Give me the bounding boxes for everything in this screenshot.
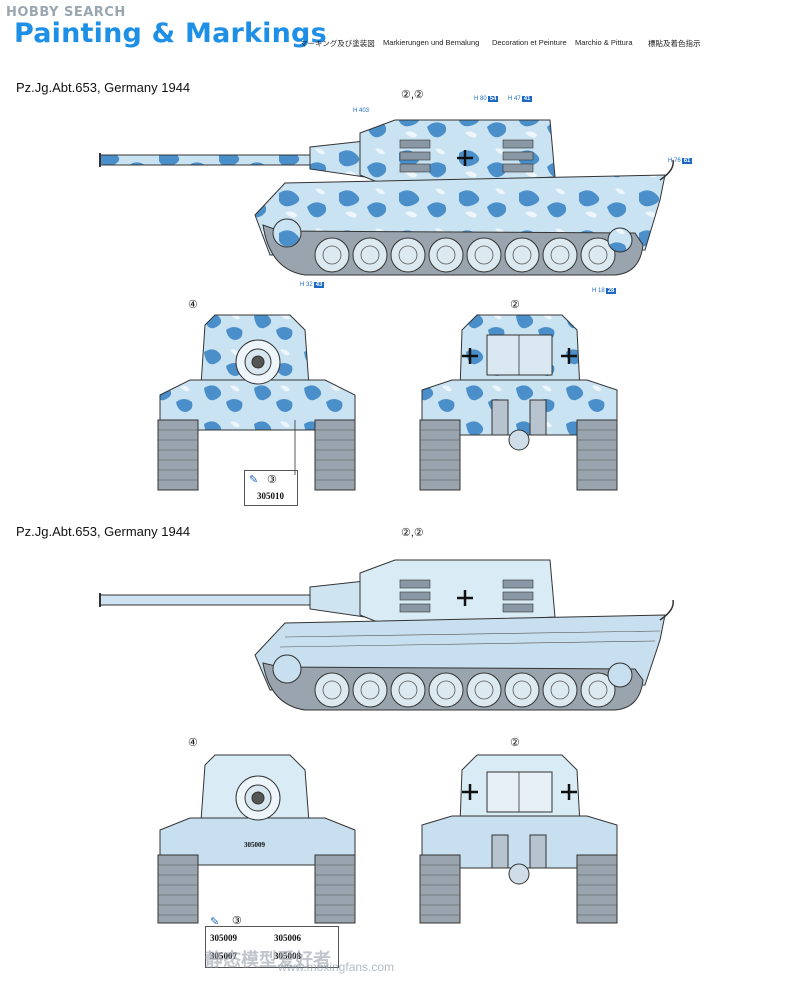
scheme2-rear-callout: ② xyxy=(510,737,520,749)
scheme1-decal-number: ③ xyxy=(267,474,277,486)
page-title: Painting & Markings xyxy=(14,18,327,49)
scheme1-label: Pz.Jg.Abt.653, Germany 1944 xyxy=(16,80,191,95)
scheme2-serial-2: 305006 xyxy=(274,933,301,943)
scheme2-serial-1: 305009 xyxy=(210,933,237,943)
scheme2-front-serial: 305009 xyxy=(244,841,265,849)
balkenkreuz-icon xyxy=(462,348,577,364)
lang-label-italian: Marchio & Pittura xyxy=(575,38,633,47)
balkenkreuz-icon xyxy=(457,150,473,166)
scheme2-front-view xyxy=(157,754,356,924)
scheme2-label: Pz.Jg.Abt.653, Germany 1944 xyxy=(16,524,191,539)
scheme1-rear-view xyxy=(419,314,618,491)
scheme1-side-callout: ②,② xyxy=(401,89,424,101)
scheme2-serial-4: 305008 xyxy=(274,951,301,961)
lang-label-german: Markierungen und Bemalung xyxy=(383,38,480,47)
scheme1-rear-callout: ② xyxy=(510,299,520,311)
scheme1-front-callout: ④ xyxy=(188,299,198,311)
scheme2-side-view xyxy=(99,559,674,711)
scheme2-front-callout: ④ xyxy=(188,737,198,749)
scheme1-decal-box: ✎ xyxy=(244,470,298,506)
wheel-icon xyxy=(314,672,616,708)
brush-icon: ✎ xyxy=(249,474,259,486)
scheme2-serial-3: 305007 xyxy=(210,951,237,961)
watermark-bottom: 静态模型爱好者 xyxy=(205,950,331,971)
wheel-icon xyxy=(314,237,616,273)
scheme2-decal-box: ✎ xyxy=(205,916,339,968)
watermark-top: HOBBY SEARCH xyxy=(6,5,126,20)
watermark-bottom-url: www.moxingfans.com xyxy=(278,960,395,974)
scheme1-side-view xyxy=(99,119,674,276)
balkenkreuz-icon xyxy=(462,784,577,800)
scheme2-rear-view xyxy=(419,754,618,924)
scheme2-side-callout: ②,② xyxy=(401,527,424,539)
scheme1-tag-h403: H 403 xyxy=(353,108,370,114)
scheme1-front-view xyxy=(157,314,356,491)
balkenkreuz-icon xyxy=(457,590,473,606)
lang-label-chinese: 標貼及着色指示 xyxy=(648,39,701,48)
scheme2-decal-number: ③ xyxy=(232,915,242,927)
brush-icon: ✎ xyxy=(210,916,220,928)
lang-label-french: Decoration et Peinture xyxy=(492,38,567,47)
lang-label-japanese: マーキング及び塗装図 xyxy=(300,39,375,48)
scheme1-serial: 305010 xyxy=(257,491,284,501)
